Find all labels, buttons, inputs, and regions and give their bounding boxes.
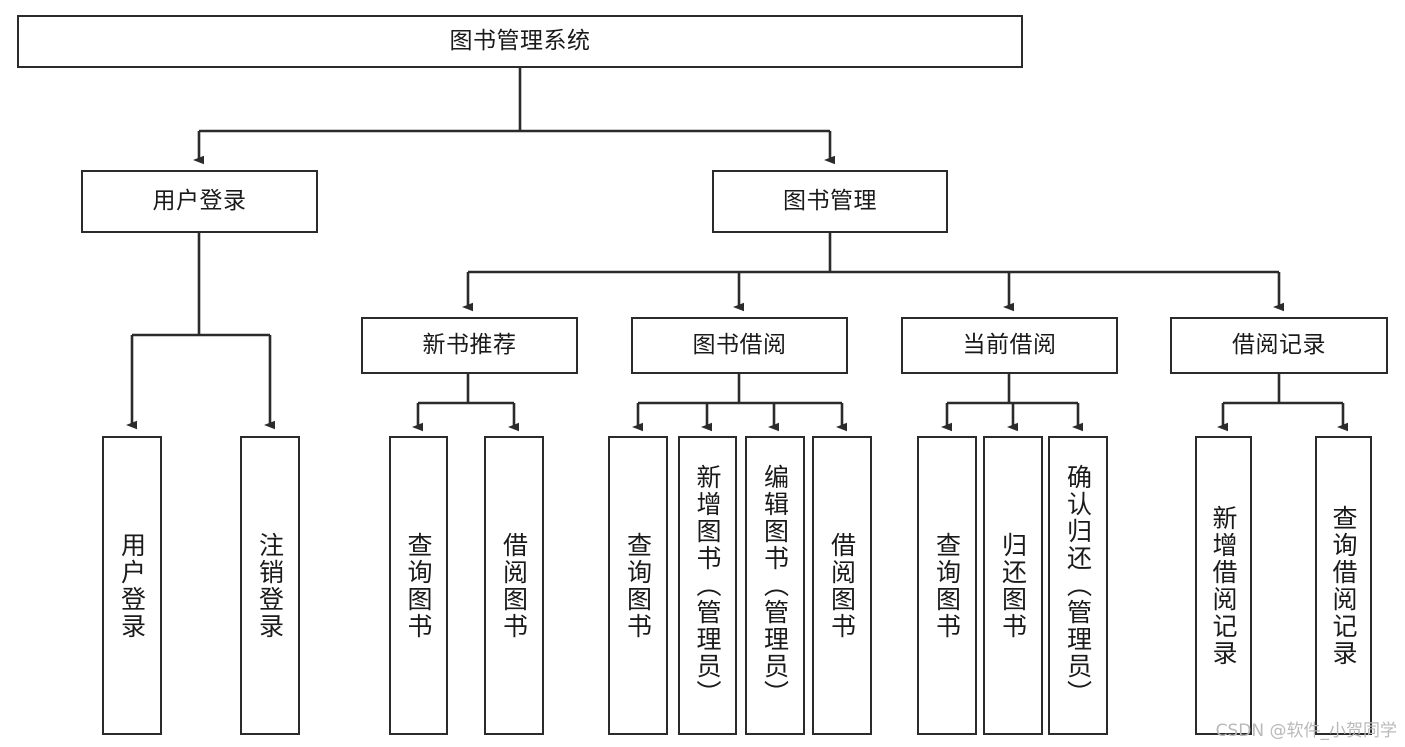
node-book-manage[interactable]: 图书管理 [712,170,948,233]
node-borrow-record[interactable]: 借阅记录 [1170,317,1388,374]
node-leaf-borrow-book-2[interactable]: 借阅图书 [812,436,872,735]
node-label: 图书管理 [783,188,877,215]
node-label: 查询图书 [623,531,653,640]
node-label: 用户登录 [117,531,147,640]
node-user-login[interactable]: 用户登录 [81,170,318,233]
node-leaf-borrow-book-1[interactable]: 借阅图书 [484,436,544,735]
node-label: 新增图书（管理员） [693,464,722,707]
node-leaf-query-record[interactable]: 查询借阅记录 [1315,436,1372,735]
node-leaf-edit-book[interactable]: 编辑图书（管理员） [745,436,805,735]
node-label: 查询图书 [404,531,433,640]
node-label: 归还图书 [998,531,1028,640]
node-label: 新书推荐 [422,332,517,359]
node-root-system[interactable]: 图书管理系统 [17,15,1023,68]
node-leaf-query-book-3[interactable]: 查询图书 [917,436,977,735]
node-label: 借阅图书 [499,531,529,640]
node-leaf-logout[interactable]: 注销登录 [240,436,300,735]
node-leaf-query-book-1[interactable]: 查询图书 [389,436,448,735]
node-label: 借阅图书 [827,531,857,640]
node-current-borrow[interactable]: 当前借阅 [901,317,1118,374]
node-label: 新增借阅记录 [1209,504,1238,667]
node-label: 查询图书 [932,531,962,640]
node-label: 借阅记录 [1232,332,1326,359]
node-leaf-confirm-return[interactable]: 确认归还（管理员） [1048,436,1108,735]
node-label: 当前借阅 [962,332,1057,359]
node-new-book-recommend[interactable]: 新书推荐 [361,317,578,374]
node-label: 注销登录 [255,531,285,640]
node-label: 用户登录 [152,188,247,215]
node-label: 编辑图书（管理员） [760,464,790,707]
node-label: 图书借阅 [692,332,787,359]
node-leaf-add-book[interactable]: 新增图书（管理员） [678,436,737,735]
node-label: 查询借阅记录 [1329,504,1358,667]
node-leaf-user-login[interactable]: 用户登录 [102,436,162,735]
node-leaf-return-book[interactable]: 归还图书 [983,436,1043,735]
node-leaf-query-book-2[interactable]: 查询图书 [608,436,668,735]
node-label: 确认归还（管理员） [1063,464,1093,707]
node-leaf-add-record[interactable]: 新增借阅记录 [1195,436,1252,735]
node-book-borrow[interactable]: 图书借阅 [631,317,848,374]
node-label: 图书管理系统 [449,28,591,55]
